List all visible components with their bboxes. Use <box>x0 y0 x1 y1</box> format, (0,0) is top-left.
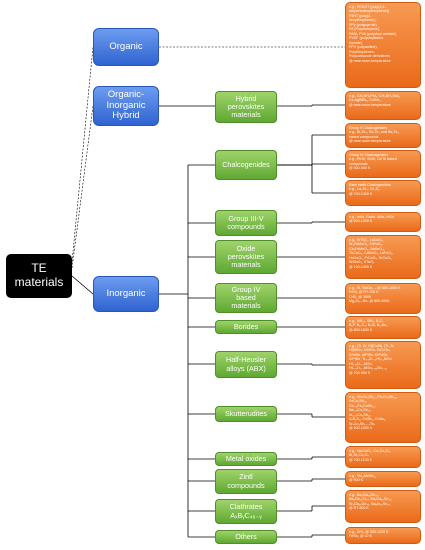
detail-group-4: e.g., Si, SixGe₁₋ₓ @ 600-1000 K FeSi₂ @ … <box>345 283 421 314</box>
sub-clathrates: Clathrates AₓBᵧC₄₆₋ᵧ <box>215 499 277 524</box>
detail-zintl-text: e.g., Yb₁₄MnSb₁₁ @ 900 K <box>349 474 376 483</box>
sub-zintl-label: Zintl compounds <box>227 472 265 490</box>
detail-chalco-iv-text: Group IV Chalcogenides e.g., PbTe, SnTe,… <box>349 153 397 171</box>
detail-chalco-v: Group V Chalcogenides e.g., Bi₂Te₃, Sb₂T… <box>345 123 421 148</box>
sub-chalcogenides: Chalcogenides <box>215 150 277 180</box>
sub-skutterudites-label: Skutterudites <box>225 408 267 418</box>
category-organic: Organic <box>93 28 159 66</box>
detail-organic: e.g., PEDOT (poly(3,4- ethylenedioxythio… <box>345 2 421 88</box>
detail-half-heusler-text: e.g., (Ti, Zr, Hf)CoSb, (Ti, Zr, Hf)NiSn… <box>349 344 395 375</box>
sub-half-heusler: Half-Heusler alloys (ABX) <box>215 351 277 378</box>
category-inorganic-label: Inorganic <box>106 287 146 299</box>
detail-borides-text: e.g., AlB₁₂, SiB₆, B₄C, B₆P, B₁₂C₃, B₆Si… <box>349 319 388 332</box>
detail-metal-oxides: e.g., NaₓCoO₂, Ca₃Co₄O₉, Bi₂Sr₂Co₂O₉ @ 7… <box>345 446 421 468</box>
sub-hybrid-perovskites-label: Hybrid perovskites materials <box>227 93 265 120</box>
sub-hybrid-perovskites: Hybrid perovskites materials <box>215 91 277 123</box>
sub-group-4: Group IV based materials <box>215 283 277 313</box>
detail-zintl: e.g., Yb₁₄MnSb₁₁ @ 900 K <box>345 471 421 487</box>
detail-half-heusler: e.g., (Ti, Zr, Hf)CoSb, (Ti, Zr, Hf)NiSn… <box>345 341 421 389</box>
detail-metal-oxides-text: e.g., NaₓCoO₂, Ca₃Co₄O₉, Bi₂Sr₂Co₂O₉ @ 7… <box>349 449 391 462</box>
sub-oxide-perovskites-label: Oxide perovskites materials <box>227 243 265 270</box>
detail-organic-text: e.g., PEDOT (poly(3,4- ethylenedioxythio… <box>349 5 397 63</box>
detail-group-3-5-text: e.g., InAs, GaAs, AlAs, InSb @ 600-1200 … <box>349 215 394 224</box>
category-hybrid-label: Organic- Inorganic Hybrid <box>106 88 146 122</box>
detail-oxide-perovskites-text: e.g., SrTiO₃, LaCoO₃, Sr₂FeMoO₆, SrRuO₃,… <box>349 238 394 269</box>
detail-chalco-re: Rare earth Chalcogenides e.g., La₃Te₄, C… <box>345 180 421 206</box>
sub-others-label: Others <box>235 531 257 541</box>
detail-group-4-text: e.g., Si, SixGe₁₋ₓ @ 600-1000 K FeSi₂ @ … <box>349 286 401 304</box>
category-inorganic: Inorganic <box>93 276 159 312</box>
connector-root-hybrid <box>71 105 94 269</box>
detail-chalco-v-text: Group V Chalcogenides e.g., Bi₂Te₃, Sb₂T… <box>349 126 399 144</box>
connector-root-organic <box>71 46 94 263</box>
detail-others-text: e.g., ZrS₂ @ 300-1200 K FeSb₂ @ 10 K <box>349 530 389 539</box>
detail-clathrates-text: e.g., Ba₈Ga₁₆Ge₃₀, Ba₈Ga₁₆Si₃₀, Ba₈Ga₁₆S… <box>349 493 393 511</box>
category-organic-label: Organic <box>109 40 143 52</box>
category-hybrid: Organic- Inorganic Hybrid <box>93 86 159 126</box>
root-node-te-materials: TE materials <box>6 254 72 298</box>
detail-hybrid-perovskites: e.g., CH₃NH₃PbI₃, CH₃NH₃SnI₃, Cs₂AgBiBr₆… <box>345 91 421 120</box>
root-label: TE materials <box>14 261 64 289</box>
sub-borides-label: Borides <box>233 321 259 331</box>
sub-group-4-label: Group IV based materials <box>231 284 261 311</box>
detail-hybrid-perovskites-text: e.g., CH₃NH₃PbI₃, CH₃NH₃SnI₃, Cs₂AgBiBr₆… <box>349 94 401 107</box>
sub-skutterudites: Skutterudites <box>215 406 277 422</box>
detail-borides: e.g., AlB₁₂, SiB₆, B₄C, B₆P, B₁₂C₃, B₆Si… <box>345 316 421 339</box>
detail-skutterudites: e.g., YbₓCo₄Sb₁₂, FeₓCo₄Sb₁₂, FeCo₃Sb₁₂,… <box>345 392 421 443</box>
detail-oxide-perovskites: e.g., SrTiO₃, LaCoO₃, Sr₂FeMoO₆, SrRuO₃,… <box>345 235 421 279</box>
sub-oxide-perovskites: Oxide perovskites materials <box>215 240 277 274</box>
detail-group-3-5: e.g., InAs, GaAs, AlAs, InSb @ 600-1200 … <box>345 212 421 232</box>
detail-chalco-re-text: Rare earth Chalcogenides e.g., La₃Te₄, C… <box>349 183 391 196</box>
detail-chalco-iv: Group IV Chalcogenides e.g., PbTe, SnTe,… <box>345 150 421 178</box>
sub-chalcogenides-label: Chalcogenides <box>222 159 270 169</box>
sub-half-heusler-label: Half-Heusler alloys (ABX) <box>226 355 266 373</box>
detail-others: e.g., ZrS₂ @ 300-1200 K FeSb₂ @ 10 K <box>345 527 421 544</box>
sub-borides: Borides <box>215 320 277 334</box>
detail-clathrates: e.g., Ba₈Ga₁₆Ge₃₀, Ba₈Ga₁₆Si₃₀, Ba₈Ga₁₆S… <box>345 490 421 523</box>
sub-metal-oxides-label: Metal oxides <box>225 453 267 463</box>
detail-skutterudites-text: e.g., YbₓCo₄Sb₁₂, FeₓCo₄Sb₁₂, FeCo₃Sb₁₂,… <box>349 395 397 431</box>
sub-group-3-5-label: Group III-V compounds <box>227 213 265 231</box>
connector-root-inorganic <box>71 275 94 295</box>
sub-clathrates-label: Clathrates AₓBᵧC₄₆₋ᵧ <box>229 502 263 520</box>
sub-metal-oxides: Metal oxides <box>215 452 277 466</box>
sub-zintl: Zintl compounds <box>215 469 277 494</box>
sub-others: Others <box>215 530 277 544</box>
sub-group-3-5: Group III-V compounds <box>215 210 277 236</box>
